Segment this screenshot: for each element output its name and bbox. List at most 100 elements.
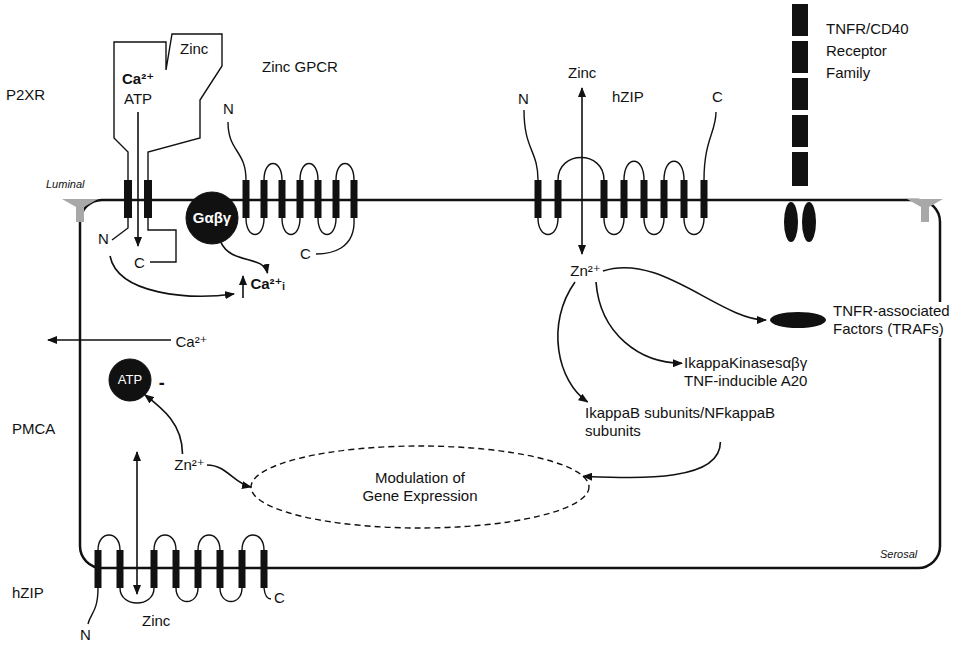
gpcr-loops	[300, 164, 318, 181]
signal-arrow	[145, 395, 183, 454]
zip-helix	[681, 180, 688, 218]
calcium-influx-arrow	[137, 112, 139, 246]
signal-arrow	[596, 282, 682, 363]
gpcr-helix	[315, 180, 322, 218]
tnfr-receptor	[792, 41, 808, 73]
node-text: IkappaKinasesαβγ TNF-inducible A20	[684, 354, 834, 390]
zip-loops	[558, 158, 604, 181]
tnfr-receptor	[784, 202, 798, 242]
zip-loops	[538, 218, 558, 235]
node-text: Modulation of Gene Expression	[360, 469, 480, 505]
gpcr-helix	[351, 180, 358, 218]
part-label: TNFR/CD40 Receptor Family	[826, 18, 926, 84]
node-outline	[251, 446, 589, 528]
part-label: Zinc GPCR	[262, 58, 338, 76]
zip-helix	[535, 180, 542, 218]
zip-loops	[624, 161, 644, 180]
gpcr-loops	[228, 122, 246, 180]
zip-helix	[95, 550, 102, 588]
ion-label: Ca²⁺ᵢ	[248, 273, 287, 295]
zip-loops	[154, 535, 176, 550]
zip-helix	[621, 180, 628, 218]
gpcr-loops	[264, 164, 282, 181]
calcium-rise-arrow	[110, 256, 234, 296]
zip-helix	[239, 550, 246, 588]
traf-node: TNFR-associated Factors (TRAFs)	[766, 300, 957, 340]
inhibition-sign: -	[159, 373, 165, 394]
node-text: TNFR-associated Factors (TRAFs)	[833, 302, 955, 338]
tnfr-receptor	[770, 4, 826, 328]
gpcr-helix	[261, 180, 268, 218]
part-label: N	[518, 90, 529, 108]
p2x-receptor-outline	[114, 34, 222, 180]
gpcr-loops	[246, 218, 264, 235]
node-outline	[186, 192, 238, 244]
node-text: Gαβγ	[193, 209, 231, 227]
node-text: Zn²⁺	[174, 456, 204, 474]
part-label: N	[223, 100, 234, 118]
zip-helix	[173, 550, 180, 588]
signal-arrow	[207, 465, 251, 487]
p2x-receptor-helix	[124, 180, 132, 218]
zip-helix	[217, 550, 224, 588]
zip-helix	[661, 180, 668, 218]
part-label: C	[300, 245, 311, 263]
part-label: PMCA	[12, 420, 55, 438]
part-label: hZIP	[612, 88, 644, 106]
node-text: Ca²⁺ᵢ	[250, 275, 284, 293]
part-label: P2XR	[6, 86, 45, 104]
tnfr-receptor	[792, 4, 808, 36]
zip-helix	[117, 550, 124, 588]
node-text: Zn²⁺	[570, 262, 600, 280]
part-label: Zinc	[568, 64, 596, 82]
gpcr-loops	[336, 164, 354, 181]
zip-helix	[261, 550, 268, 588]
zip-loops	[176, 588, 198, 602]
zip-helix	[95, 550, 268, 588]
gpcr-loops	[228, 122, 354, 254]
zip-helix	[555, 180, 562, 218]
up-arrow	[242, 276, 244, 298]
zip-loops	[98, 535, 120, 550]
zip-loops	[88, 588, 98, 624]
part-label: Zinc	[180, 40, 208, 58]
signal-arrow	[558, 282, 588, 402]
zip-helix	[535, 180, 708, 218]
ion-label: Ca²⁺	[173, 331, 210, 353]
zip-helix	[151, 550, 158, 588]
tnfr-receptor	[770, 312, 826, 328]
gpcr-helix	[279, 180, 286, 218]
ion-label: Zn²⁺	[172, 454, 207, 476]
zip-loops	[264, 588, 271, 599]
zinc-transport-arrow	[136, 452, 138, 594]
calcium-efflux-arrow	[48, 339, 171, 341]
part-label: ATP	[124, 90, 152, 108]
signal-arrow	[583, 442, 720, 477]
nfkb-node: IkappaB subunits/NFkappaB subunits	[583, 402, 812, 442]
tnfr-receptor	[792, 115, 808, 147]
zinc-transport-arrow	[581, 88, 583, 254]
ion-label: Zn²⁺	[568, 260, 603, 282]
zip-loops	[242, 535, 264, 550]
zip-helix	[601, 180, 608, 218]
zip-loops	[684, 218, 704, 235]
tnfr-receptor	[802, 202, 816, 242]
node-text: Ca²⁺	[175, 333, 207, 351]
zip-loops	[604, 218, 624, 235]
part-label: Zinc	[142, 612, 170, 630]
gpcr-helix	[333, 180, 340, 218]
pmca-pump: ATP	[108, 358, 152, 402]
gpcr-helix	[297, 180, 304, 218]
zip-helix	[701, 180, 708, 218]
gpcr-helix	[243, 180, 358, 218]
part-label: N	[98, 230, 109, 248]
gene-expression-ellipse: Modulation of Gene Expression	[250, 445, 590, 529]
tight-junction	[62, 199, 98, 222]
g-protein-circle: Gαβγ	[185, 191, 239, 245]
tight-junction	[907, 199, 943, 222]
p2x-receptor-helix	[144, 180, 152, 218]
zip-helix	[195, 550, 202, 588]
signal-arrow	[221, 242, 268, 273]
